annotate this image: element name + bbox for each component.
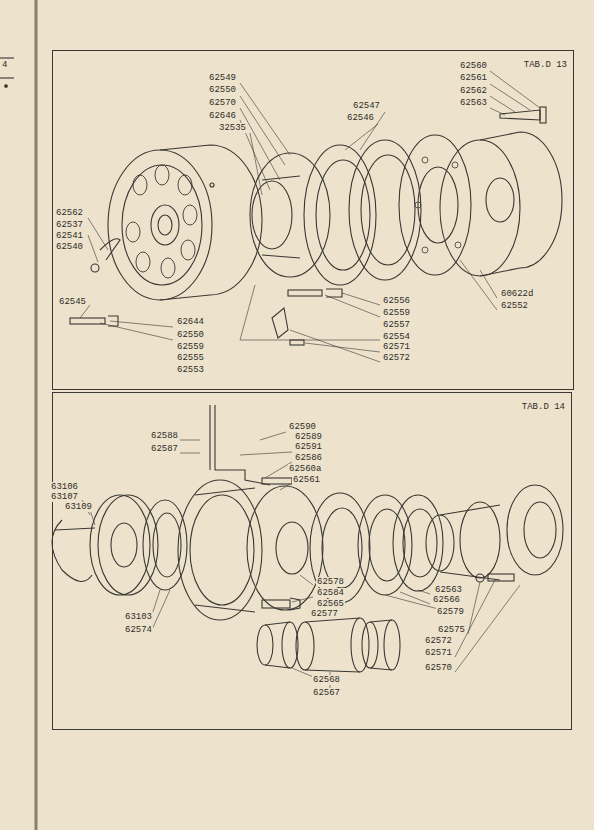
callout-number: 62552	[500, 301, 529, 311]
callout-number: 62571	[382, 342, 411, 352]
table-panel: TAB.D 13	[52, 50, 574, 390]
callout-number: 62570	[208, 98, 237, 108]
callout-number: 62541	[55, 231, 84, 241]
callout-number: 62562	[459, 86, 488, 96]
callout-number: 62589	[294, 432, 323, 442]
callout-number: 62575	[437, 625, 466, 635]
callout-number: 62561	[292, 475, 321, 485]
callout-number: 62587	[150, 444, 179, 454]
callout-number: 62567	[312, 688, 341, 698]
callout-number: 62560	[459, 61, 488, 71]
callout-number: 62550	[208, 85, 237, 95]
callout-number: 62559	[176, 342, 205, 352]
callout-number: 62537	[55, 220, 84, 230]
callout-number: 62561	[459, 73, 488, 83]
callout-number: 62570	[424, 663, 453, 673]
callout-number: 62588	[150, 431, 179, 441]
callout-number: 62644	[176, 317, 205, 327]
callout-number: 63106	[50, 482, 79, 492]
callout-number: 62578	[316, 577, 345, 587]
callout-number: 62550	[176, 330, 205, 340]
callout-number: 62562	[55, 208, 84, 218]
callout-number: 62571	[424, 648, 453, 658]
callout-number: 62549	[208, 73, 237, 83]
callout-number: 62540	[55, 242, 84, 252]
callout-number: 62545	[58, 297, 87, 307]
callout-number: 63107	[50, 492, 79, 502]
callout-number: 63109	[64, 502, 93, 512]
callout-number: 62563	[459, 98, 488, 108]
callout-number: 62574	[124, 625, 153, 635]
callout-number: 62553	[176, 365, 205, 375]
callout-number: 60622d	[500, 289, 534, 299]
callout-number: 62579	[436, 607, 465, 617]
callout-number: 62568	[312, 675, 341, 685]
callout-number: 63103	[124, 612, 153, 622]
callout-number: 62586	[294, 453, 323, 463]
callout-number: 32535	[218, 123, 247, 133]
table-title: TAB.D 14	[522, 402, 565, 412]
callout-number: 62559	[382, 308, 411, 318]
callout-number: 62555	[176, 353, 205, 363]
callout-number: 62554	[382, 332, 411, 342]
callout-number: 62566	[432, 595, 461, 605]
callout-number: 62556	[382, 296, 411, 306]
callout-number: 62546	[346, 113, 375, 123]
callout-number: 62584	[316, 588, 345, 598]
callout-number: 4	[1, 60, 8, 70]
callout-number: 62646	[208, 111, 237, 121]
callout-number: 62591	[294, 442, 323, 452]
callout-number: 62547	[352, 101, 381, 111]
callout-number: 62572	[382, 353, 411, 363]
callout-number: 62560a	[288, 464, 322, 474]
callout-number: 62563	[434, 585, 463, 595]
callout-number: 62557	[382, 320, 411, 330]
callout-number: 62590	[288, 422, 317, 432]
callout-number: 62577	[310, 609, 339, 619]
callout-number: 62572	[424, 636, 453, 646]
callout-number: 62565	[316, 599, 345, 609]
table-title: TAB.D 13	[524, 60, 567, 70]
